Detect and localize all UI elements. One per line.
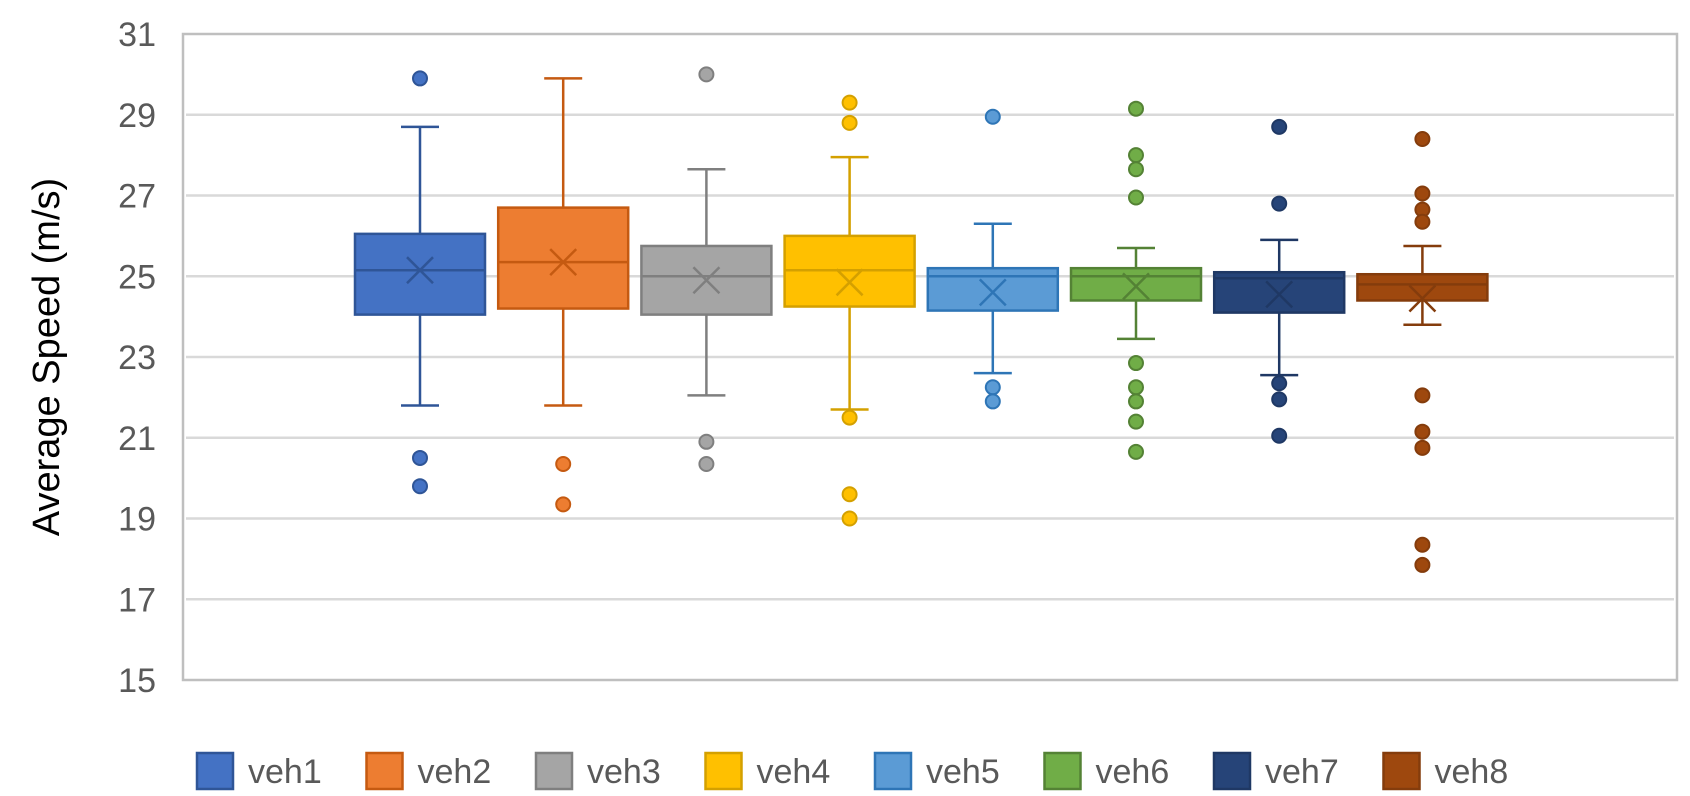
outlier-point: [1271, 391, 1288, 408]
outlier-point: [1271, 195, 1288, 212]
outlier-point: [1414, 130, 1431, 147]
outlier-point: [841, 94, 858, 111]
box-veh5: [926, 108, 1060, 410]
outlier-point: [1128, 355, 1144, 372]
legend-item-veh3: veh3: [534, 751, 661, 791]
outlier-point: [1271, 375, 1288, 392]
outlier-point: [1128, 379, 1144, 396]
legend-label: veh7: [1265, 753, 1339, 791]
legend-item-veh8: veh8: [1382, 751, 1509, 791]
legend-label: veh1: [248, 753, 322, 791]
y-tick-label: 15: [118, 662, 156, 700]
outlier-point: [698, 66, 715, 83]
box-veh4: [783, 94, 916, 527]
legend-label: veh5: [926, 753, 1000, 791]
box-veh8: [1356, 130, 1489, 573]
mean-marker: [978, 278, 1007, 307]
legend-swatch: [1212, 751, 1252, 791]
y-axis-title: Average Speed (m/s): [26, 178, 68, 536]
legend-item-veh6: veh6: [1043, 751, 1170, 791]
iqr-box: [1356, 272, 1489, 302]
legend-label: veh8: [1435, 753, 1509, 791]
y-tick-label: 25: [118, 258, 156, 296]
box-veh7: [1212, 118, 1346, 444]
outlier-point: [1414, 213, 1431, 230]
outlier-point: [1414, 556, 1431, 573]
outlier-point: [1128, 100, 1144, 117]
outlier-point: [412, 449, 428, 466]
legend-label: veh2: [418, 753, 492, 791]
outlier-point: [841, 409, 858, 426]
outlier-point: [1128, 443, 1144, 460]
outlier-point: [698, 433, 715, 450]
legend-swatch: [873, 751, 913, 791]
y-tick-label: 21: [118, 420, 156, 458]
y-tick-label: 23: [118, 339, 156, 377]
outlier-point: [841, 114, 858, 131]
legend-item-veh1: veh1: [195, 751, 322, 791]
box-veh3: [640, 66, 773, 472]
outlier-point: [1128, 161, 1144, 178]
outlier-point: [1271, 118, 1288, 135]
mean-marker: [406, 256, 434, 285]
outlier-point: [984, 108, 1001, 125]
legend-swatch: [365, 751, 404, 791]
legend-label: veh6: [1096, 753, 1170, 791]
mean-marker: [1122, 272, 1150, 301]
outlier-point: [1128, 413, 1144, 430]
box-veh1: [353, 70, 487, 495]
y-tick-label: 27: [118, 178, 156, 216]
mean-marker: [1265, 280, 1294, 309]
outlier-point: [984, 393, 1001, 410]
outlier-point: [1128, 189, 1144, 206]
outlier-point: [1128, 147, 1144, 164]
legend-item-veh7: veh7: [1212, 751, 1339, 791]
outlier-point: [1414, 387, 1431, 404]
legend-label: veh3: [587, 753, 661, 791]
box-series: [353, 66, 1489, 573]
legend-swatch: [1043, 751, 1082, 791]
box-veh2: [496, 77, 630, 513]
outlier-point: [984, 379, 1001, 396]
y-tick-label: 17: [118, 581, 156, 619]
outlier-point: [1414, 423, 1431, 440]
iqr-box: [353, 232, 487, 316]
outlier-point: [1414, 439, 1431, 456]
legend-item-veh2: veh2: [365, 751, 492, 791]
iqr-box: [496, 206, 630, 310]
outlier-point: [412, 478, 428, 495]
legend-item-veh4: veh4: [704, 751, 831, 791]
y-tick-label: 29: [118, 97, 156, 135]
outlier-point: [1414, 185, 1431, 202]
legend: veh1 veh2 veh3 veh4 veh5 veh6 veh7 veh8: [195, 751, 1509, 791]
y-tick-label: 19: [118, 501, 156, 539]
outlier-point: [841, 486, 858, 503]
outlier-point: [1414, 536, 1431, 553]
outlier-point: [1271, 427, 1288, 444]
outlier-point: [698, 455, 715, 472]
outlier-point: [555, 455, 572, 472]
iqr-box: [926, 266, 1060, 312]
legend-item-veh5: veh5: [873, 751, 1000, 791]
legend-swatch: [195, 751, 235, 791]
outlier-point: [1128, 393, 1144, 410]
y-axis-ticks: 15 17 19 21 23 25 27 29 31: [118, 16, 156, 700]
y-tick-label: 31: [118, 16, 156, 54]
outlier-point: [555, 496, 572, 513]
legend-swatch: [534, 751, 574, 791]
legend-swatch: [1382, 751, 1421, 791]
legend-swatch: [704, 751, 743, 791]
mean-marker: [835, 268, 864, 297]
outlier-point: [841, 510, 858, 527]
outlier-point: [412, 70, 428, 87]
legend-label: veh4: [757, 753, 831, 791]
box-veh6: [1069, 100, 1203, 460]
iqr-box: [1069, 266, 1203, 302]
mean-marker: [549, 248, 578, 277]
mean-marker: [1408, 284, 1437, 313]
mean-marker: [692, 266, 721, 295]
